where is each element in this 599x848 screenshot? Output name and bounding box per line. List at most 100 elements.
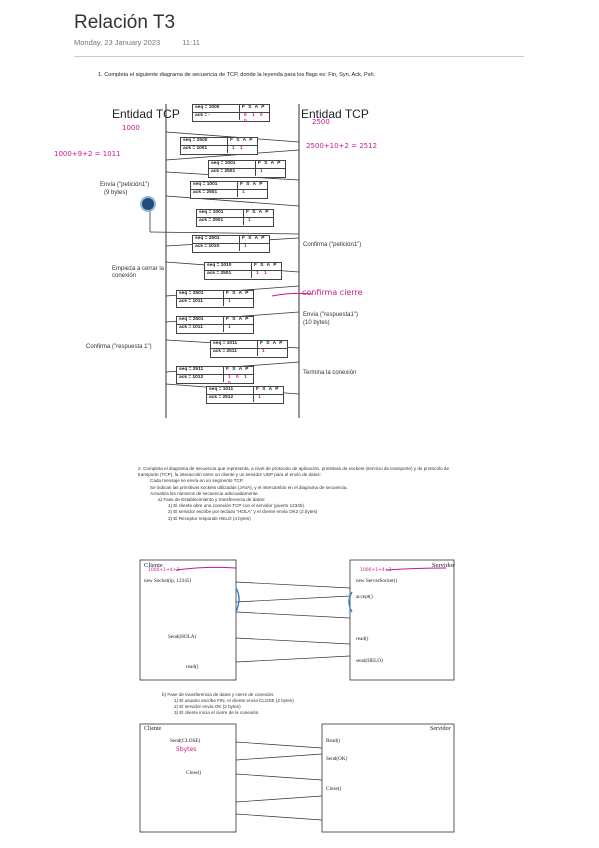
- segment-ack: ack = 1011: [177, 299, 224, 306]
- segment-seq: seq = 2511: [177, 367, 224, 374]
- segment-ack: ack = 1011: [177, 325, 224, 332]
- segment-bits: 1: [244, 244, 249, 249]
- segment-flags: F S A P: [258, 161, 282, 166]
- segment-ack: ack = 2501: [205, 271, 252, 278]
- right-seq-note: 2500: [312, 118, 330, 126]
- segment-bits: 1: [242, 190, 247, 195]
- q3-cliente: Cliente: [144, 726, 162, 732]
- q2-new-socket: new Socket(ip, 12345): [144, 578, 192, 584]
- segment-bits: 1: [228, 325, 233, 330]
- q2-read: read(): [356, 636, 369, 642]
- segment-ack: ack = 2512: [207, 395, 254, 402]
- segment-flags: F S A P: [226, 291, 250, 296]
- q3-item: 2) El servidor envía OK (2 bytes): [174, 704, 241, 709]
- q2-item: 2) El servidor escribe por teclado "HOLA…: [168, 509, 318, 515]
- q3-close2: Close(): [326, 786, 342, 792]
- q3-item: 3) El cliente inicia el cierre de la con…: [174, 710, 260, 715]
- q3-servidor: Servidor: [430, 726, 451, 732]
- segment-bits: 1: [248, 218, 253, 223]
- q2-item: 1) El cliente abre una conexión TCP con …: [168, 503, 306, 509]
- segment-ack: ack = 1010: [193, 244, 240, 251]
- segment-bits: 1 1: [232, 146, 245, 151]
- q3-statement: b) Fase de transferencia de datos y cier…: [162, 692, 462, 716]
- label-envia-peticion: Envía ("petición1"): [100, 182, 150, 188]
- q2-bullets: Cada mensaje se envía en un segmento TCP…: [150, 478, 468, 497]
- segment-ack: ack = 2501: [197, 218, 244, 225]
- segment-ack: ack = 1012: [177, 375, 224, 382]
- segment-seq: seq = 1001: [197, 210, 244, 217]
- q2-send-helo: send(HELO): [356, 658, 383, 664]
- segment-seq: seq = 1011: [211, 341, 258, 348]
- q1-statement: 1. Completa el siguiente diagrama de sec…: [98, 72, 376, 78]
- segment-seq: seq = 1001: [191, 182, 238, 189]
- segment-flags: F S A P: [256, 387, 280, 392]
- label-ten-bytes: (10 bytes): [303, 320, 330, 326]
- q2-item: 3) El Receptor responde HELO (4 bytes): [168, 515, 251, 521]
- segment-bits: 1: [260, 169, 265, 174]
- right-entity-label: Entidad TCP: [301, 107, 369, 121]
- q2-bullet: Se indican las primitivas sockets utiliz…: [150, 484, 348, 490]
- q2-text: 2. Completa el diagrama de secuencia que…: [138, 466, 450, 478]
- segment-flags: F S A P: [260, 341, 284, 346]
- label-confirma-peticion: Confirma ("petición1"): [303, 242, 362, 248]
- q3-phase-b: b) Fase de transferencia de datos y cier…: [162, 692, 275, 697]
- q2-send: Send(HOLA): [168, 634, 197, 640]
- segment-seq: seq = 1001: [209, 161, 256, 168]
- q2-note-left: 1000+1+4+3: [148, 568, 180, 573]
- segment-ack: ack = 2501: [191, 190, 238, 197]
- q2-bullet: Cada mensaje se envía en un segmento TCP…: [150, 478, 244, 484]
- segment-flags: F S A P: [240, 182, 264, 187]
- label-nine-bytes: (9 bytes): [104, 190, 128, 196]
- segment-seq: seq = 2501: [177, 291, 224, 298]
- segment-seq: seq = 2501: [177, 317, 224, 324]
- q2-phase-a: a) Fase de Establecimiento y transferenc…: [158, 497, 266, 503]
- label-confirma-respuesta: Confirma ("respuesta 1"): [86, 344, 152, 350]
- segment-ack: ack = 2501: [209, 169, 256, 176]
- segment-flags: F S A P: [254, 263, 278, 268]
- segment-bits: 1: [258, 395, 263, 400]
- q2-new-server: new ServerSocket(): [356, 578, 398, 584]
- segment-bits: 1 1: [256, 271, 269, 276]
- segment-seq: seq = 2500: [181, 138, 228, 145]
- label-envia-respuesta: Envía ("respuesta1"): [303, 312, 358, 318]
- segment-bits: 0 1 0 0: [244, 113, 265, 124]
- segment-flags: F S A P: [226, 367, 250, 372]
- q2-read2: read(): [186, 664, 199, 670]
- segment-bits: 1: [228, 299, 233, 304]
- q2-phase-a-items: 1) El cliente abre una conexión TCP con …: [168, 503, 468, 522]
- segment-flags: F S A P: [242, 236, 266, 241]
- segment-bits: 1: [262, 349, 267, 354]
- target-icon: [140, 196, 156, 212]
- segment-flags: F S A P: [230, 138, 254, 143]
- segment-seq: seq = 1000: [193, 105, 240, 112]
- page-time: 11:11: [182, 38, 200, 47]
- q2-cliente: Cliente: [144, 562, 163, 569]
- segment-seq: seq = 1010: [205, 263, 252, 270]
- q2-statement: 2. Completa el diagrama de secuencia que…: [138, 466, 468, 522]
- q3-send-ok: Send(OK): [326, 756, 348, 762]
- page-title: Relación T3: [74, 12, 176, 33]
- q3-send-close: Send(CLOSE): [170, 738, 201, 744]
- right-calc-note: 2500+10+2 = 2512: [306, 142, 378, 150]
- left-seq-note: 1000: [122, 124, 140, 132]
- segment-seq: seq = 1011: [207, 387, 254, 394]
- segment-flags: F S A P: [242, 105, 266, 110]
- segment-flags: F S A P: [246, 210, 270, 215]
- q2-note-right: 1000+1+4+2: [360, 568, 392, 573]
- q3-item: 1) El usuario escribe FIN, el cliente en…: [174, 698, 294, 703]
- segment-seq: seq = 2501: [193, 236, 240, 243]
- q3-close: Close(): [186, 770, 202, 776]
- segment-ack: ack = 2511: [211, 349, 258, 356]
- segment-ack: ack = -: [193, 113, 240, 120]
- q3-items: 1) El usuario escribe FIN, el cliente en…: [174, 698, 462, 716]
- page-meta: Monday, 23 January 2023 11:11: [74, 38, 220, 47]
